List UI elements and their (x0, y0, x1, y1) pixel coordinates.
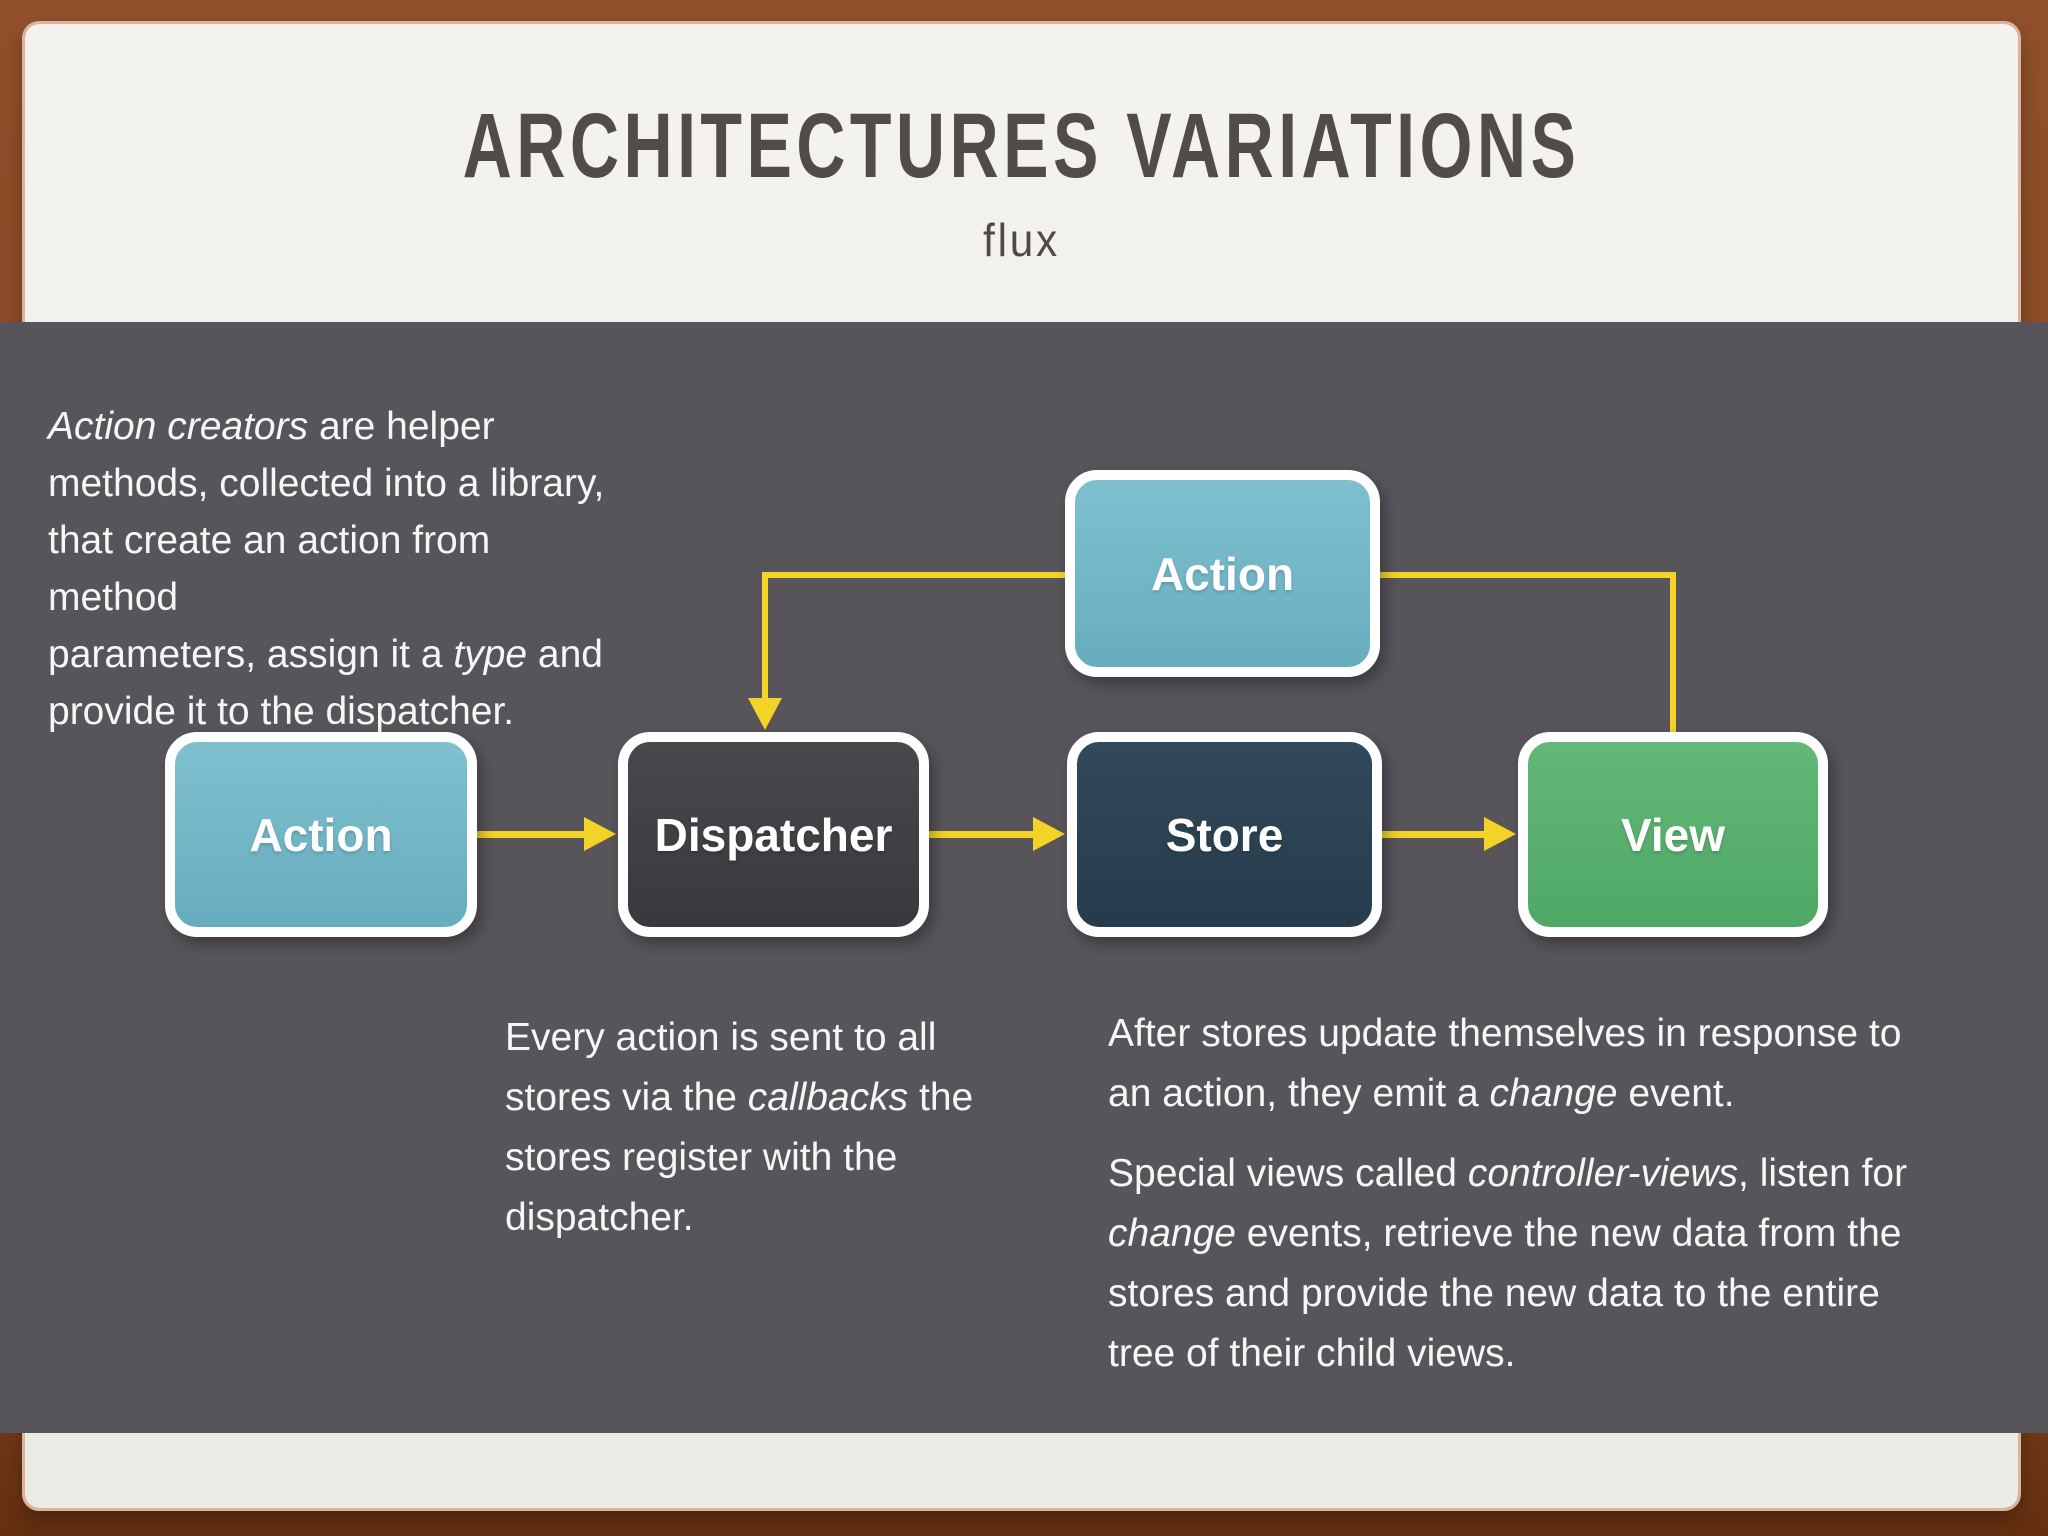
node-action: Action (165, 732, 477, 937)
paragraph-text: , listen for (1738, 1152, 1908, 1195)
paragraph-text: controller-views (1467, 1152, 1739, 1195)
paragraph-text: Every action is sent to all (505, 1016, 937, 1059)
node-view: View (1518, 732, 1828, 937)
dispatcher-note-paragraph: Every action is sent to all stores via t… (505, 1008, 1085, 1248)
paragraph-text: an action, they emit a (1108, 1072, 1490, 1115)
arrowhead-dispatcher-to-store (1033, 817, 1065, 851)
node-action-top: Action (1065, 470, 1380, 677)
paragraph-text: After stores update themselves in respon… (1108, 1012, 1902, 1055)
slide-header: ARCHITECTURES VARIATIONS flux (25, 94, 2018, 267)
connector-action-top-vertical-left (762, 572, 768, 700)
node-label: View (1621, 808, 1725, 861)
connector-store-to-view (1382, 831, 1486, 838)
controller-views-paragraph: Special views called controller-views, l… (1108, 1144, 2018, 1384)
flux-diagram-panel: Action creators are helper methods, coll… (0, 322, 2048, 1433)
paragraph-text: Special views called (1108, 1152, 1468, 1195)
arrowhead-action-to-dispatcher (584, 817, 616, 851)
connector-action-to-dispatcher (477, 831, 587, 838)
node-dispatcher: Dispatcher (618, 732, 929, 937)
paragraph-text: callbacks (747, 1076, 909, 1119)
paragraph-text: change (1108, 1212, 1236, 1255)
arrowhead-into-dispatcher (748, 698, 782, 730)
paragraph-text: stores register with the (505, 1136, 898, 1179)
paragraph-text: are helper (308, 405, 495, 448)
paragraph-text: parameters, assign it a (48, 633, 454, 676)
paragraph-text: type (453, 633, 528, 676)
store-note-paragraph: After stores update themselves in respon… (1108, 1004, 2018, 1124)
paragraph-text: Action creators (48, 405, 309, 448)
connector-view-to-action-vertical (1670, 572, 1676, 732)
paragraph-text: change (1489, 1072, 1618, 1115)
action-creators-paragraph: Action creators are helper methods, coll… (48, 398, 608, 740)
node-label: Action (249, 808, 393, 861)
paragraph-text: the (908, 1076, 974, 1119)
paragraph-text: dispatcher. (505, 1196, 694, 1239)
paragraph-text: that create an action from method (48, 519, 491, 619)
paragraph-text: methods, collected into a library, (48, 462, 605, 505)
paragraph-text: provide it to the dispatcher. (48, 690, 515, 733)
connector-action-top-horizontal-right (1360, 572, 1676, 578)
node-label: Store (1165, 808, 1284, 861)
paragraph-text: tree of their child views. (1108, 1332, 1516, 1375)
paragraph-text: events, retrieve the new data from the (1235, 1212, 1902, 1255)
paragraph-text: stores and provide the new data to the e… (1108, 1272, 1880, 1315)
paragraph-text: and (527, 633, 603, 676)
paragraph-text: event. (1617, 1072, 1735, 1115)
node-label: Dispatcher (654, 808, 893, 861)
page-subtitle: flux (983, 214, 1060, 266)
page-title: ARCHITECTURES VARIATIONS (462, 95, 1581, 197)
connector-action-top-horizontal-left (762, 572, 1065, 578)
connector-dispatcher-to-store (929, 831, 1037, 838)
node-store: Store (1067, 732, 1382, 937)
arrowhead-store-to-view (1484, 817, 1516, 851)
node-label: Action (1150, 547, 1295, 600)
paragraph-text: stores via the (505, 1076, 748, 1119)
